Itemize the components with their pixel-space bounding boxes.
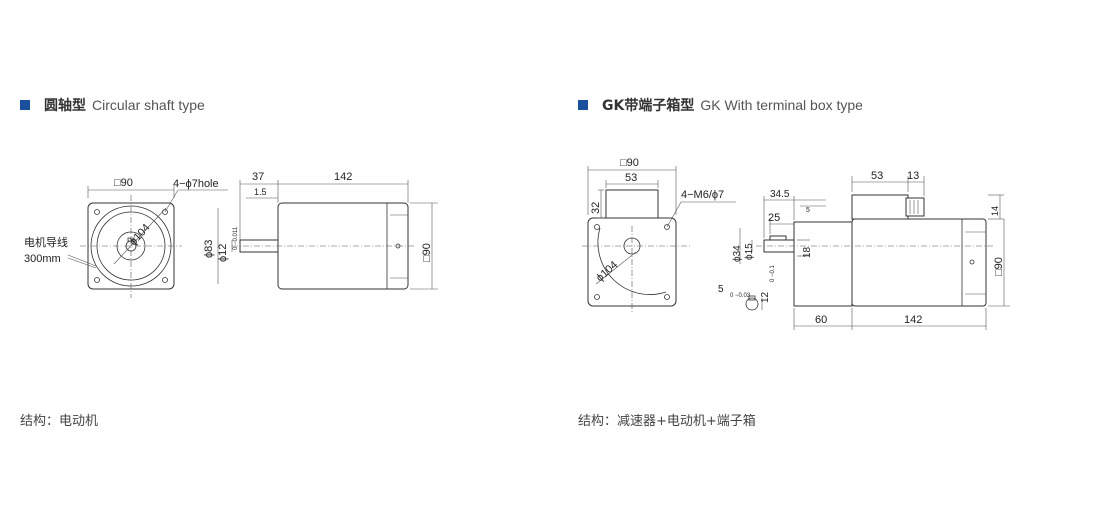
right-box-height: 32 [590, 202, 602, 214]
right-heading: GK带端子箱型 GK With terminal box type [578, 95, 863, 115]
bullet-square-icon [578, 100, 588, 110]
right-holes-label: 4−M6/ϕ7 [681, 189, 724, 201]
right-caption: 结构：减速器+电动机+端子箱 [578, 414, 756, 429]
left-flange-dia: ϕ83 [203, 240, 215, 258]
right-heading-en: GK With terminal box type [700, 97, 863, 113]
right-height-label: □90 [993, 257, 1005, 276]
right-side-view: 53 13 14 34.5 5 25 ϕ34 ϕ15 18 5 0 −0.03 … [718, 170, 1010, 330]
left-height-label: □90 [421, 243, 433, 262]
right-square-label: □90 [620, 157, 639, 169]
left-shaft-key: 1.5 [254, 187, 267, 197]
left-holes-label: 4−ϕ7hole [173, 178, 219, 190]
left-heading-cn: 圆轴型 [44, 98, 86, 114]
right-key-length: 25 [768, 212, 780, 224]
left-heading: 圆轴型 Circular shaft type [20, 95, 205, 115]
right-box-top-gap: 13 [907, 170, 919, 182]
right-box-top-width: 53 [871, 170, 883, 182]
right-key-height: 12 [760, 291, 771, 303]
right-shaft-step: 5 [806, 207, 810, 214]
left-square-label: □90 [114, 177, 133, 189]
right-box-side: 14 [990, 206, 1000, 216]
right-heading-cn: GK带端子箱型 [602, 98, 695, 114]
left-lead-length: 300mm [24, 253, 61, 265]
right-box-width: 53 [625, 172, 637, 184]
right-body-length: 142 [904, 314, 922, 326]
right-key-height-tol: 0 −0.1 [770, 264, 776, 282]
left-shaft-length: 37 [252, 171, 264, 183]
left-lead-label: 电机导线 [24, 235, 68, 249]
right-front-view: ϕ104 □90 53 32 4−M6/ϕ7 [582, 157, 736, 312]
left-heading-en: Circular shaft type [92, 97, 205, 113]
left-caption: 结构：电动机 [20, 414, 99, 429]
left-side-view: 142 37 1.5 ϕ83 ϕ12 0 −0.011 □90 [203, 171, 438, 290]
right-flange-dia: ϕ34 [732, 245, 743, 262]
right-key-width: 5 [718, 284, 724, 295]
left-front-view: ϕ104 □90 4−ϕ7hole 电机导线 300mm [24, 177, 228, 298]
left-shaft-tol: 0 −0.011 [233, 226, 239, 250]
right-shaft-dia: ϕ15 [744, 243, 755, 260]
right-gear-length: 60 [815, 314, 827, 326]
left-body-length: 142 [334, 171, 352, 183]
right-key-width-tol: 0 −0.03 [730, 293, 751, 299]
right-shaft-length: 34.5 [770, 189, 790, 200]
left-shaft-dia: ϕ12 [217, 244, 229, 262]
bullet-square-icon [20, 100, 30, 110]
right-shaft-height: 18 [802, 246, 813, 258]
